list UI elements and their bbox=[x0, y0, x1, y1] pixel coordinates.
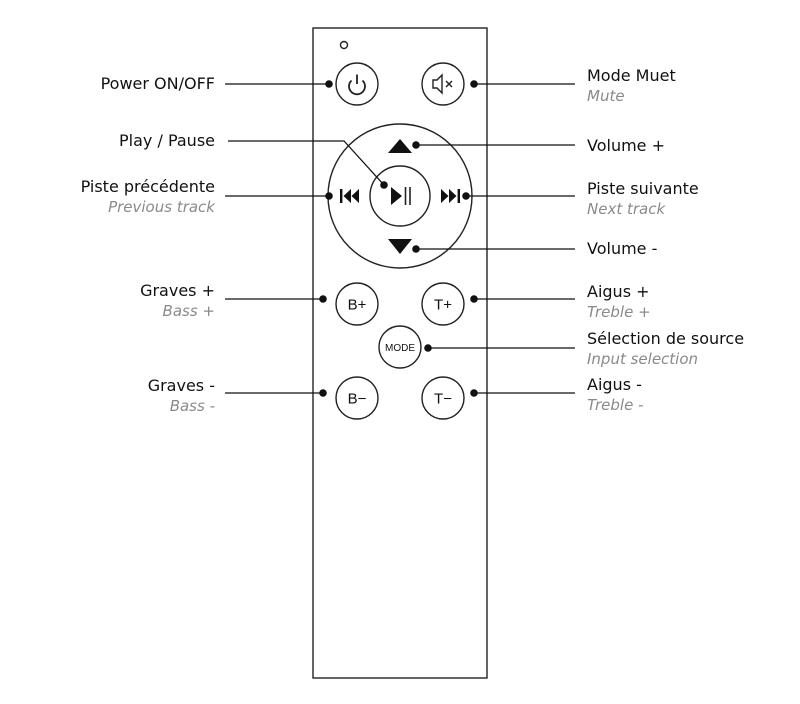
leader-mute bbox=[470, 80, 575, 88]
label-treble-minus-fr: Aigus - bbox=[587, 375, 642, 394]
label-input-selection-fr: Sélection de source bbox=[587, 329, 745, 348]
label-bass-minus: Graves - Bass - bbox=[148, 375, 215, 417]
volume-down-button[interactable] bbox=[388, 239, 412, 254]
label-bass-minus-fr: Graves - bbox=[147, 376, 215, 395]
leader-power bbox=[225, 80, 333, 88]
bass-minus-text: B− bbox=[348, 391, 367, 408]
label-treble-plus: Aigus + Treble + bbox=[587, 281, 651, 323]
next-track-button[interactable] bbox=[441, 189, 460, 203]
label-mute-en: Mute bbox=[587, 87, 625, 105]
label-next-track-fr: Piste suivante bbox=[587, 179, 699, 198]
label-volume-down-fr: Volume - bbox=[587, 239, 658, 258]
label-volume-up-fr: Volume + bbox=[587, 136, 665, 155]
bass-plus-text: B+ bbox=[348, 297, 367, 314]
mode-text: MODE bbox=[385, 343, 415, 354]
previous-track-button[interactable] bbox=[340, 189, 359, 203]
volume-up-button[interactable] bbox=[388, 139, 412, 153]
leader-bass-minus bbox=[225, 389, 327, 397]
label-treble-minus-en: Treble - bbox=[587, 396, 644, 414]
leader-play-pause bbox=[228, 140, 388, 189]
leader-prev bbox=[225, 192, 333, 200]
bass-minus-button[interactable] bbox=[335, 376, 379, 420]
treble-minus-button[interactable] bbox=[421, 376, 465, 420]
leader-volume-up bbox=[412, 141, 575, 149]
treble-plus-button[interactable] bbox=[421, 282, 465, 326]
label-play-pause-fr: Play / Pause bbox=[119, 131, 215, 150]
play-pause-icon bbox=[391, 187, 411, 205]
play-pause-button[interactable] bbox=[369, 165, 431, 227]
mute-button[interactable] bbox=[421, 62, 465, 106]
power-button[interactable] bbox=[335, 62, 379, 106]
label-treble-minus: Aigus - Treble - bbox=[587, 374, 644, 416]
label-previous-track-en: Previous track bbox=[108, 198, 215, 216]
label-play-pause: Play / Pause bbox=[119, 130, 215, 151]
leader-treble-minus bbox=[470, 389, 575, 397]
label-previous-track: Piste précédente Previous track bbox=[81, 176, 215, 218]
label-next-track-en: Next track bbox=[587, 200, 666, 218]
treble-plus-text: T+ bbox=[434, 297, 452, 314]
label-treble-plus-fr: Aigus + bbox=[587, 282, 650, 301]
label-volume-down: Volume - bbox=[587, 238, 657, 259]
speaker-mute-icon bbox=[432, 73, 453, 95]
label-previous-track-fr: Piste précédente bbox=[80, 177, 215, 196]
power-icon bbox=[348, 74, 366, 96]
leader-bass-plus bbox=[225, 295, 327, 303]
label-input-selection-en: Input selection bbox=[587, 350, 699, 368]
label-mute: Mode Muet Mute bbox=[587, 65, 676, 107]
label-volume-up: Volume + bbox=[587, 135, 665, 156]
leader-treble-plus bbox=[470, 295, 575, 303]
label-input-selection: Sélection de source Input selection bbox=[587, 328, 744, 370]
bass-plus-button[interactable] bbox=[335, 282, 379, 326]
status-led bbox=[339, 40, 349, 50]
treble-minus-text: T− bbox=[434, 391, 452, 408]
label-next-track: Piste suivante Next track bbox=[587, 178, 699, 220]
mode-button[interactable] bbox=[378, 325, 422, 369]
leader-volume-down bbox=[412, 245, 575, 253]
label-bass-plus-fr: Graves + bbox=[140, 281, 215, 300]
label-treble-plus-en: Treble + bbox=[587, 303, 651, 321]
label-power-fr: Power ON/OFF bbox=[100, 74, 215, 93]
label-bass-minus-en: Bass - bbox=[169, 397, 215, 415]
label-bass-plus-en: Bass + bbox=[162, 302, 215, 320]
leader-source bbox=[424, 344, 575, 352]
label-mute-fr: Mode Muet bbox=[587, 66, 676, 85]
leader-next bbox=[462, 192, 575, 200]
label-bass-plus: Graves + Bass + bbox=[140, 280, 215, 322]
label-power: Power ON/OFF bbox=[101, 73, 215, 94]
